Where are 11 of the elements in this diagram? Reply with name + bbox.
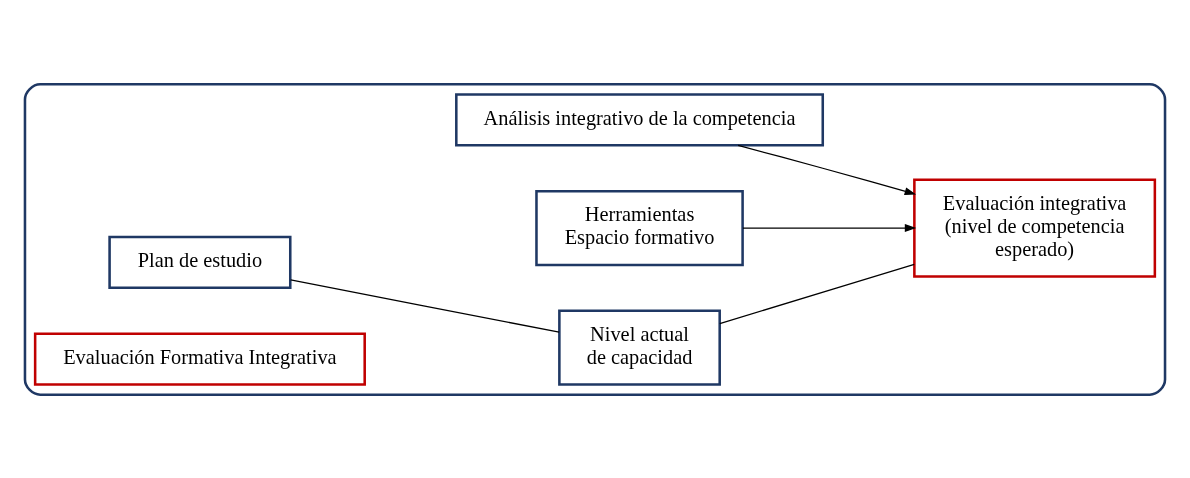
node-box: Herramientas Espacio formativo (535, 189, 744, 266)
node-box: Plan de estudio (108, 235, 292, 289)
connector (290, 278, 560, 333)
arrow (742, 223, 917, 232)
node-box: Evaluación Formativa Integrativa (33, 331, 366, 386)
node-box: Nivel actual de capacidad (558, 309, 721, 386)
cluster (23, 82, 1167, 396)
node-box: Evaluación integrativa (nivel de competencia esperado) (913, 177, 1157, 278)
connector (719, 263, 915, 324)
arrow (737, 144, 917, 195)
node-box: Análisis integrativo de la competencia (455, 92, 825, 147)
